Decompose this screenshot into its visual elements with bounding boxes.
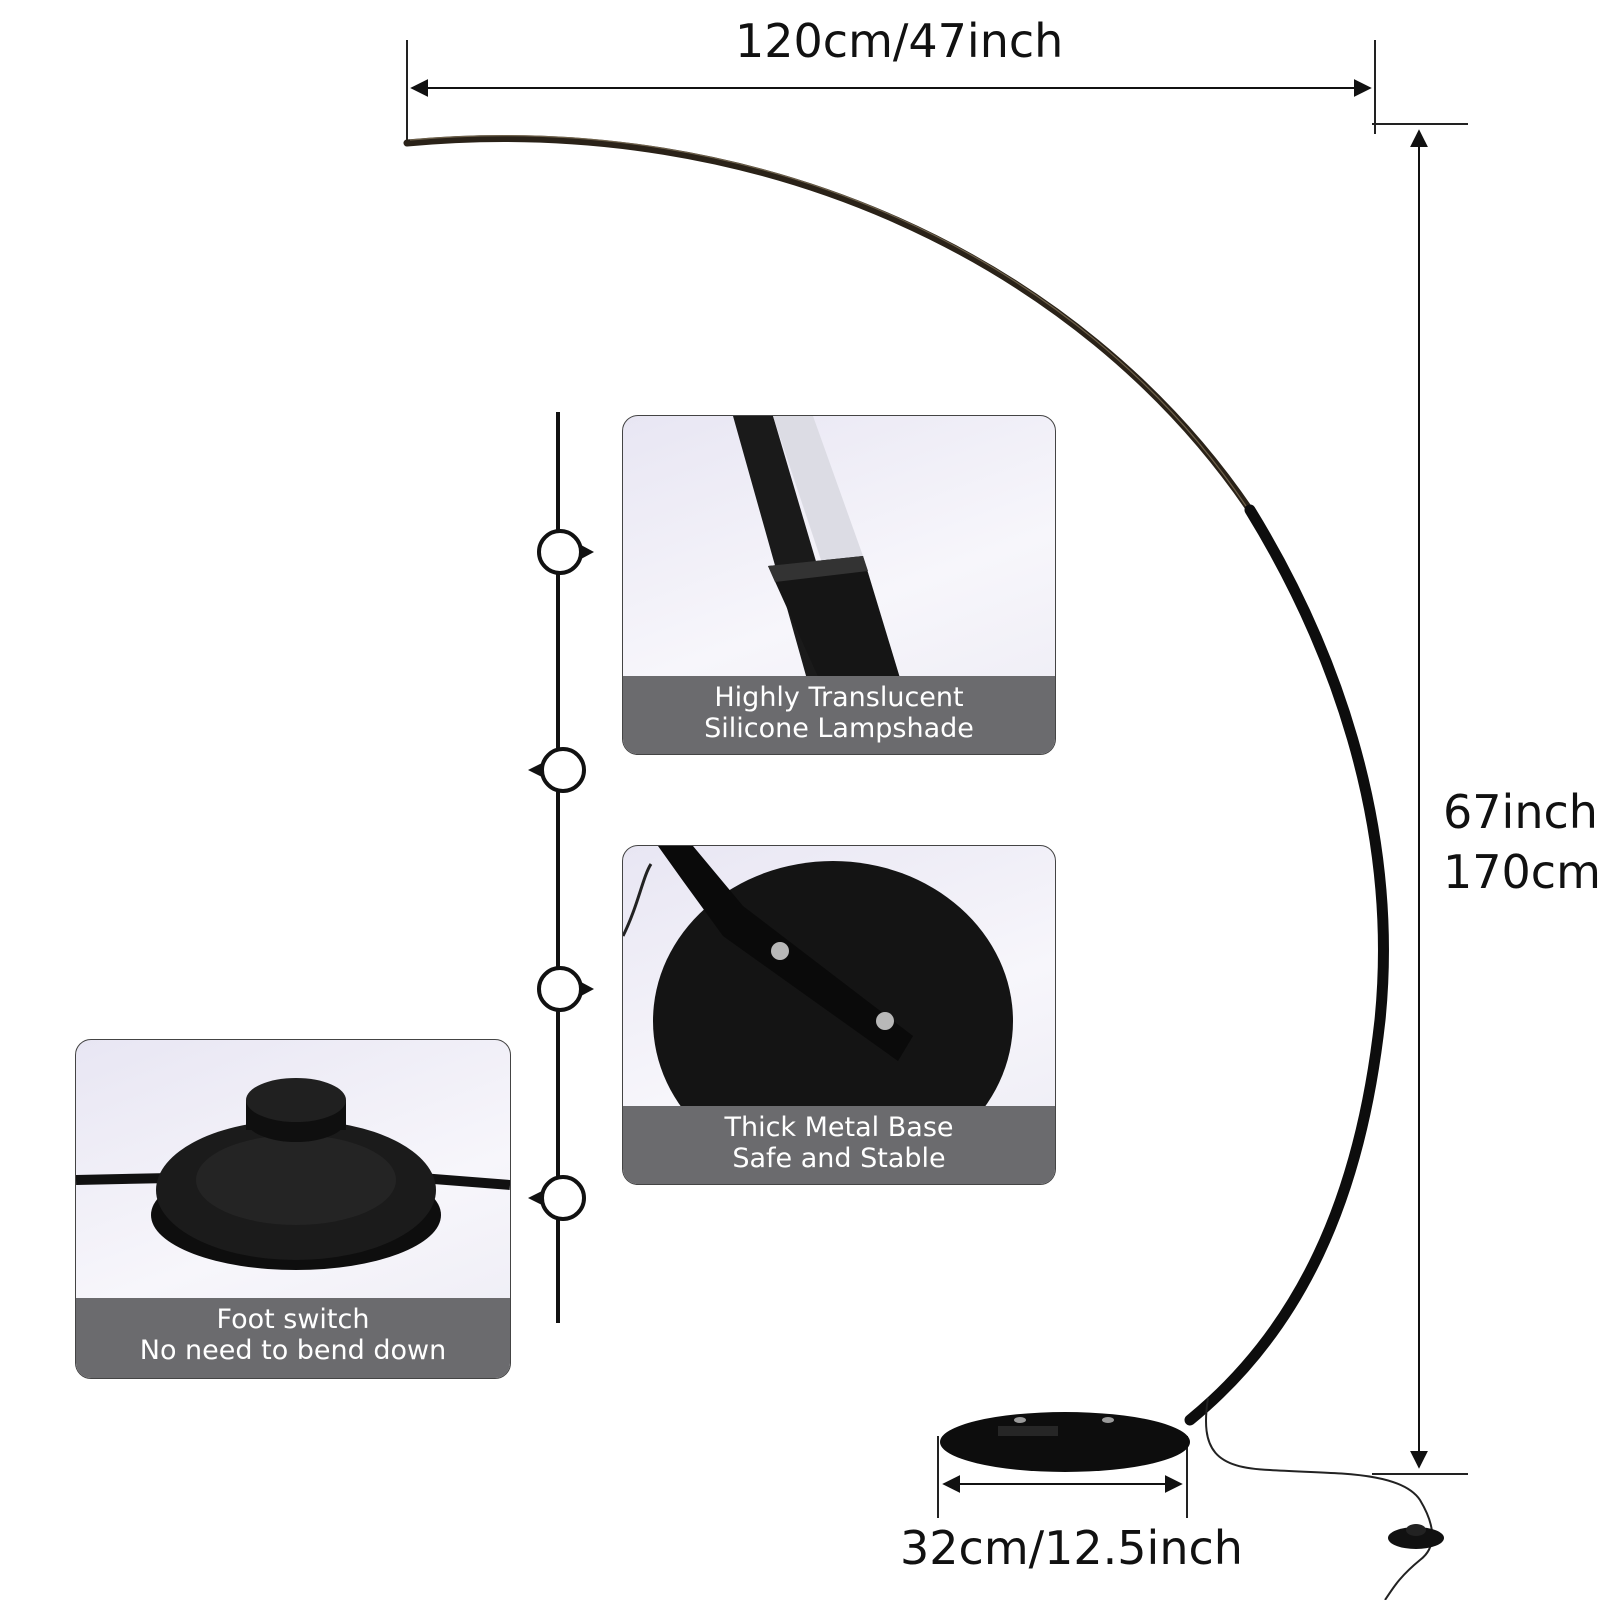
height-dimension-line — [1372, 123, 1468, 1475]
lamp-stem — [1184, 504, 1389, 1426]
width-dimension-line — [406, 40, 1376, 143]
base-caption-line1: Thick Metal Base — [724, 1112, 954, 1143]
height-inch-label: 67inch — [1443, 785, 1598, 839]
base-dimension-label: 32cm/12.5inch — [900, 1521, 1243, 1575]
base-caption: Thick Metal Base Safe and Stable — [623, 1106, 1055, 1184]
foot-switch-caption: Foot switch No need to bend down — [76, 1298, 510, 1378]
power-cord — [1204, 1397, 1434, 1600]
height-cm-label: 170cm — [1443, 845, 1600, 899]
lampshade-caption: Highly Translucent Silicone Lampshade — [623, 676, 1055, 754]
foot-switch-icon — [1388, 1524, 1444, 1549]
foot-switch-caption-line1: Foot switch — [216, 1304, 370, 1335]
lampshade-caption-line1: Highly Translucent — [714, 682, 964, 713]
width-dimension-label: 120cm/47inch — [735, 14, 1064, 68]
height-dimension-label: 67inch 170cm — [1443, 782, 1600, 902]
lampshade-caption-line2: Silicone Lampshade — [704, 713, 974, 744]
base-dimension-line — [937, 1436, 1188, 1518]
connector-node-3 — [537, 966, 594, 1012]
base-closeup-image — [623, 846, 1013, 1181]
lamp-base — [940, 1412, 1190, 1472]
feature-panel-lampshade: Highly Translucent Silicone Lampshade — [622, 415, 1056, 755]
foot-switch-caption-line2: No need to bend down — [139, 1335, 447, 1366]
connector-node-4 — [528, 1175, 586, 1221]
connector-node-1 — [537, 529, 594, 575]
feature-panel-foot-switch: Foot switch No need to bend down — [75, 1039, 511, 1379]
connector-node-2 — [528, 747, 586, 793]
base-caption-line2: Safe and Stable — [732, 1143, 946, 1174]
foot-switch-closeup-image — [76, 1078, 510, 1270]
feature-panel-base: Thick Metal Base Safe and Stable — [622, 845, 1056, 1185]
